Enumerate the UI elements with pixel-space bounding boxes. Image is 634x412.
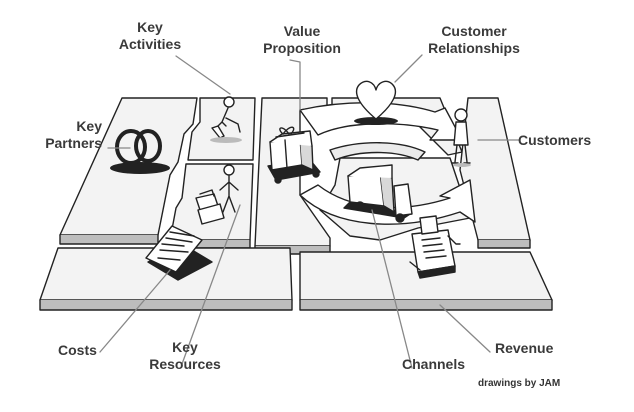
worker-with-boxes-icon bbox=[195, 164, 239, 225]
label-customer-relationships-line2: Relationships bbox=[428, 40, 520, 56]
leader-lines bbox=[99, 54, 521, 369]
drawings-credit: drawings by JAM bbox=[478, 378, 561, 389]
tile-key-activities bbox=[187, 97, 256, 161]
label-key-activities-line2: Activities bbox=[118, 36, 182, 52]
tile-customers bbox=[459, 97, 531, 249]
label-channels: Channels bbox=[402, 356, 466, 372]
person-icon bbox=[451, 108, 471, 167]
label-key-activities-line1: Key bbox=[137, 19, 163, 35]
label-costs: Costs bbox=[58, 342, 97, 358]
rings-icon bbox=[110, 129, 170, 174]
cash-register-icon bbox=[409, 215, 461, 279]
label-key-resources-line1: Key bbox=[172, 339, 198, 355]
papers-icon bbox=[145, 225, 213, 281]
gift-icon bbox=[267, 126, 321, 184]
label-revenue: Revenue bbox=[495, 340, 554, 356]
label-value-proposition: Value Proposition bbox=[252, 23, 352, 57]
worker-icon bbox=[210, 96, 242, 143]
label-key-partners-line2: Partners bbox=[45, 135, 102, 151]
label-customer-relationships: Customer Relationships bbox=[414, 23, 534, 57]
label-value-proposition-line2: Proposition bbox=[263, 40, 341, 56]
label-key-resources: Key Resources bbox=[140, 339, 230, 373]
truck-icon bbox=[343, 164, 413, 223]
label-value-proposition-line1: Value bbox=[283, 23, 321, 39]
label-key-activities: Key Activities bbox=[100, 19, 200, 53]
label-customer-relationships-line1: Customer bbox=[441, 23, 507, 39]
label-key-resources-line2: Resources bbox=[149, 356, 221, 372]
label-customers: Customers bbox=[518, 132, 592, 148]
heart-icon bbox=[354, 80, 398, 125]
label-key-partners-line1: Key bbox=[76, 118, 102, 134]
label-key-partners: Key Partners bbox=[20, 118, 102, 152]
